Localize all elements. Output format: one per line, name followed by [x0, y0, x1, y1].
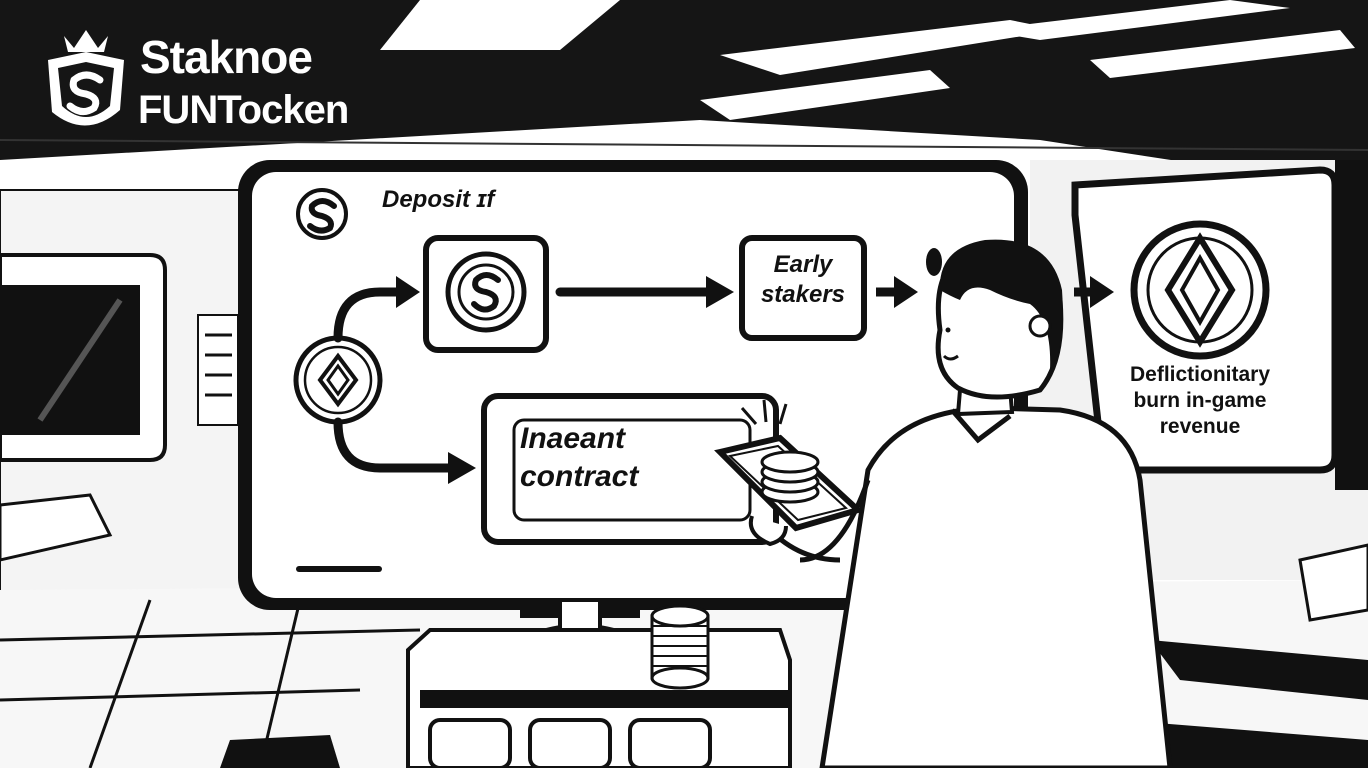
- early-stakers-label: Early stakers: [742, 250, 864, 310]
- tablet-icon: [714, 399, 864, 547]
- ceiling: [0, 0, 1368, 190]
- burn-label: Deflictionitary burn in-game revenue: [1102, 362, 1298, 440]
- person: [768, 239, 1173, 768]
- flow-arrows: [333, 276, 1114, 484]
- brand-logo-icon: [48, 30, 124, 126]
- early-stakers-line2: stakers: [760, 281, 846, 308]
- contract-label: Inaeant contract: [520, 420, 720, 496]
- contract-line1: Inaeant: [520, 422, 626, 455]
- burn-line1: Deflictionitary: [1129, 363, 1271, 386]
- board-title: Deposit ɪf: [382, 186, 495, 213]
- left-wall: [0, 189, 251, 601]
- contract-line2: contract: [520, 460, 639, 493]
- coin-stack-icon: [650, 604, 710, 690]
- early-stakers-box: [739, 235, 867, 341]
- brand-name-line1: Staknoe: [140, 31, 313, 83]
- burn-line3: revenue: [1159, 415, 1241, 438]
- burn-line2: burn in-game: [1133, 389, 1267, 412]
- burn-coin-icon: [1130, 220, 1270, 360]
- early-stakers-line1: Early: [773, 251, 833, 278]
- source-token-icon: [293, 335, 383, 425]
- staking-pool-icon: [423, 235, 549, 353]
- contract-box: [481, 393, 779, 545]
- title-icon: [296, 188, 348, 240]
- brand-name-line2: FUNTocken: [138, 88, 349, 132]
